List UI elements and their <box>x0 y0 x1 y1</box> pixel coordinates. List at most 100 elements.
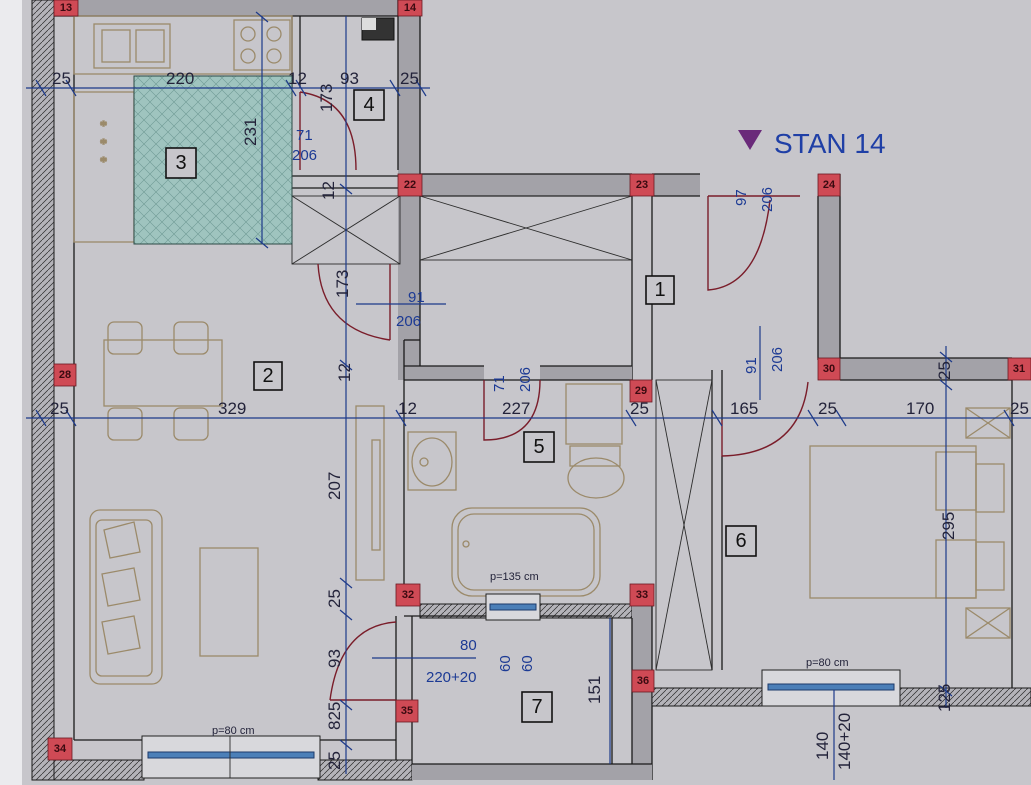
svg-text:1: 1 <box>654 279 665 301</box>
svg-text:30: 30 <box>823 363 835 375</box>
column-32[interactable]: 32 <box>395 583 421 607</box>
dining-set <box>103 321 223 441</box>
dim-closet-60a: 60 <box>497 655 514 672</box>
sofa <box>89 509 163 685</box>
svg-text:3: 3 <box>175 152 186 174</box>
column-23[interactable]: 23 <box>629 173 655 197</box>
room-7[interactable]: 7 <box>521 691 553 723</box>
room-1[interactable]: 1 <box>645 275 675 305</box>
dim-partition-12b: 12 <box>319 181 338 200</box>
dim-kitchen-door-h: 206 <box>292 147 317 164</box>
dim-entry-door-w: 97 <box>733 189 750 206</box>
kitchen-sink <box>93 23 171 69</box>
room-2[interactable]: 2 <box>253 361 283 391</box>
dim-closet-depth: 151 <box>585 676 604 704</box>
dim-bed-north-wall: 25 <box>935 361 954 380</box>
bed <box>809 445 1005 599</box>
svg-text:*: * <box>100 155 107 170</box>
wardrobe <box>355 405 385 581</box>
room-labels[interactable]: 1 2 3 4 5 6 7 <box>165 89 757 723</box>
dim-bath-width: 227 <box>502 399 530 418</box>
dim-mid-wall: 25 <box>630 399 649 418</box>
svg-text:34: 34 <box>54 743 67 755</box>
room-3[interactable]: 3 <box>165 147 197 179</box>
column-29[interactable]: 29 <box>629 379 653 403</box>
room-6[interactable]: 6 <box>725 525 757 557</box>
svg-text:31: 31 <box>1013 363 1025 375</box>
room-4[interactable]: 4 <box>353 89 385 121</box>
dim-partition-12d: 12 <box>398 399 417 418</box>
svg-text:32: 32 <box>402 589 414 601</box>
dim-living-door-w: 91 <box>408 289 425 306</box>
svg-text:13: 13 <box>60 2 72 14</box>
svg-text:33: 33 <box>636 589 648 601</box>
coffee-table <box>199 547 259 657</box>
column-35[interactable]: 35 <box>395 699 419 723</box>
column-33[interactable]: 33 <box>629 583 655 607</box>
dim-kitchen-door-w: 71 <box>296 127 313 144</box>
column-34[interactable]: 34 <box>47 737 73 761</box>
dimension-labels: 25 220 12 93 25 173 231 71 206 12 97 206… <box>50 69 1029 770</box>
apartment-title-text: STAN 14 <box>774 128 886 159</box>
wc-fixture <box>361 17 395 41</box>
svg-text:22: 22 <box>404 179 416 191</box>
svg-text:4: 4 <box>363 94 374 116</box>
windows <box>141 593 901 779</box>
window-label-bedroom: p=80 cm <box>806 657 849 669</box>
kitchen-tile-floor <box>133 75 293 245</box>
door-swings <box>299 91 809 701</box>
dim-sill: 825 <box>325 702 344 730</box>
west-wall <box>31 0 55 781</box>
hall-wardrobe <box>655 379 713 671</box>
svg-text:*: * <box>100 137 107 152</box>
dim-kitchen-width: 220 <box>166 69 194 88</box>
dim-bed-wall: 25 <box>818 399 837 418</box>
dim-living-door-h: 206 <box>396 313 421 330</box>
column-14[interactable]: 14 <box>397 0 423 17</box>
column-31[interactable]: 31 <box>1007 357 1031 381</box>
svg-text:6: 6 <box>735 530 746 552</box>
svg-text:29: 29 <box>635 385 647 397</box>
dim-closet-arc: 93 <box>325 649 344 668</box>
dim-bed-bottom: 125 <box>935 684 954 712</box>
svg-text:35: 35 <box>401 705 413 717</box>
dim-top-wall: 25 <box>52 69 71 88</box>
column-24[interactable]: 24 <box>817 173 841 197</box>
dim-bed-window-h: 140+20 <box>835 713 854 770</box>
page-margin <box>0 0 22 785</box>
dim-wc-height: 173 <box>317 84 336 112</box>
dim-bed-door-h: 206 <box>769 347 786 372</box>
dim-partition-12: 12 <box>288 69 307 88</box>
kitchen-fixtures: * * * <box>73 15 293 245</box>
dim-closet-door: 80 <box>460 637 477 654</box>
column-36[interactable]: 36 <box>631 669 655 693</box>
apartment-title: STAN 14 <box>738 128 886 159</box>
room-5[interactable]: 5 <box>523 431 555 463</box>
dim-bath-depth: 207 <box>325 472 344 500</box>
dim-low-wall: 25 <box>325 589 344 608</box>
svg-text:5: 5 <box>533 436 544 458</box>
dim-bath-door-h: 206 <box>517 367 534 392</box>
svg-text:2: 2 <box>262 365 273 387</box>
column-13[interactable]: 13 <box>53 0 79 17</box>
dimension-lines <box>26 11 1031 780</box>
svg-text:23: 23 <box>636 179 648 191</box>
bedroom-wardrobe <box>965 407 1011 639</box>
svg-text:28: 28 <box>59 369 71 381</box>
dim-left-bottom: 25 <box>325 751 344 770</box>
dim-kitchen-depth: 231 <box>241 118 260 146</box>
column-22[interactable]: 22 <box>397 173 423 197</box>
dim-bath-door-w: 71 <box>491 375 508 392</box>
column-28[interactable]: 28 <box>53 363 77 387</box>
structural-columns[interactable]: 13 14 22 23 24 28 29 30 31 32 33 34 35 3… <box>47 0 1031 761</box>
dim-bed-width: 170 <box>906 399 934 418</box>
window-label-living: p=80 cm <box>212 725 255 737</box>
svg-text:24: 24 <box>823 179 836 191</box>
column-30[interactable]: 30 <box>817 357 841 381</box>
window-labels: p=135 cm p=80 cm p=80 cm <box>212 571 849 737</box>
dim-living-door-arc: 173 <box>333 270 352 298</box>
window-label-bath: p=135 cm <box>490 571 539 583</box>
title-marker-icon <box>738 130 762 150</box>
svg-text:36: 36 <box>637 675 649 687</box>
